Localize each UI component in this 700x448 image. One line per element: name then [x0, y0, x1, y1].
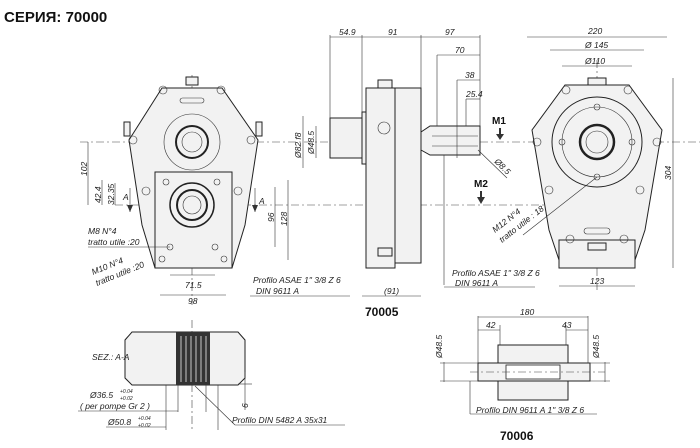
dim-42-4: 42.4	[93, 186, 103, 203]
tol-lower-50-8: +0.02	[138, 423, 151, 429]
dim-32-35: 32.35	[106, 183, 116, 205]
model-70006-drawing: 180 42 43 Ø48.5 Ø48.5 Profilo DIN 9611 A…	[434, 307, 610, 443]
arrow-m2-icon	[477, 191, 485, 204]
dim-dia-48-5: Ø48.5	[306, 131, 316, 155]
rear-view: 220 Ø 145 Ø110 304 123 M12 N°4 tratto ut…	[490, 26, 674, 290]
dim-25-4: 25.4	[465, 89, 483, 99]
arrow-m1-icon	[496, 128, 504, 140]
dim-123: 123	[590, 276, 604, 286]
dim-dia-48-5-left: Ø48.5	[434, 335, 444, 359]
dim-97: 97	[445, 27, 455, 37]
dim-102: 102	[79, 162, 89, 176]
output-shaft	[420, 125, 481, 156]
dim-96: 96	[266, 212, 276, 222]
dim-dia-36-5: Ø36.5	[89, 390, 113, 400]
dim-220: 220	[587, 26, 602, 36]
dim-128: 128	[279, 212, 289, 226]
note-m8-length: tratto utile :20	[88, 237, 140, 247]
profile-70006: Profilo DIN 9611 A 1" 3/8 Z 6	[476, 405, 584, 415]
dim-70: 70	[455, 45, 465, 55]
dim-dia-50-8: Ø50.8	[107, 417, 131, 427]
dim-304: 304	[663, 166, 673, 180]
dim-98: 98	[188, 296, 198, 306]
section-mark-left: A	[122, 192, 129, 202]
front-profile-din: DIN 9611 A	[256, 286, 299, 296]
pump-note: ( per pompe Gr 2 )	[80, 401, 150, 411]
side-profile: Profilo ASAE 1" 3/8 Z 6	[452, 268, 540, 278]
section-label: SEZ.: A-A	[92, 352, 130, 362]
section-profile: Profilo DIN 5482 A 35x31	[232, 415, 328, 425]
tol-lower-36-5: +0.02	[120, 396, 133, 402]
side-view: 54.9 91 97 70 38 25.4 Ø82 f8 Ø48.5 Ø8.5 …	[293, 27, 540, 319]
dim-6: 6	[240, 403, 250, 408]
section-a-a: SEZ.: A-A Ø36.5 +0.04 +0.02 ( per pompe …	[78, 320, 345, 432]
model-70006: 70006	[500, 429, 534, 443]
dim-43: 43	[562, 320, 572, 330]
model-70005: 70005	[365, 305, 399, 319]
dim-dia-110: Ø110	[584, 56, 605, 66]
section-mark-right: A	[258, 196, 265, 206]
dim-dia-82: Ø82 f8	[293, 132, 303, 159]
dim-dia-48-5-right: Ø48.5	[591, 335, 601, 359]
side-profile-din: DIN 9611 A	[455, 278, 498, 288]
front-view: 102 42.4 32.35 A A 96 128 71.5 98 M8 N°4…	[79, 75, 700, 306]
dim-54-9: 54.9	[339, 27, 356, 37]
dim-42: 42	[486, 320, 496, 330]
tol-upper-50-8: +0.04	[138, 416, 151, 422]
front-profile: Profilo ASAE 1" 3/8 Z 6	[253, 275, 341, 285]
dim-180: 180	[520, 307, 534, 317]
series-title: СЕРИЯ: 70000	[4, 9, 107, 26]
mark-m1: M1	[492, 116, 506, 127]
dim-38: 38	[465, 70, 475, 80]
dim-91: 91	[388, 27, 398, 37]
dim-91-ref: (91)	[384, 286, 399, 296]
note-m8: M8 N°4	[88, 226, 117, 236]
mark-m2: M2	[474, 179, 488, 190]
tol-upper-36-5: +0.04	[120, 389, 133, 395]
dim-dia-145: Ø 145	[584, 40, 608, 50]
input-shaft	[329, 117, 363, 159]
dim-71-5: 71.5	[185, 280, 202, 290]
